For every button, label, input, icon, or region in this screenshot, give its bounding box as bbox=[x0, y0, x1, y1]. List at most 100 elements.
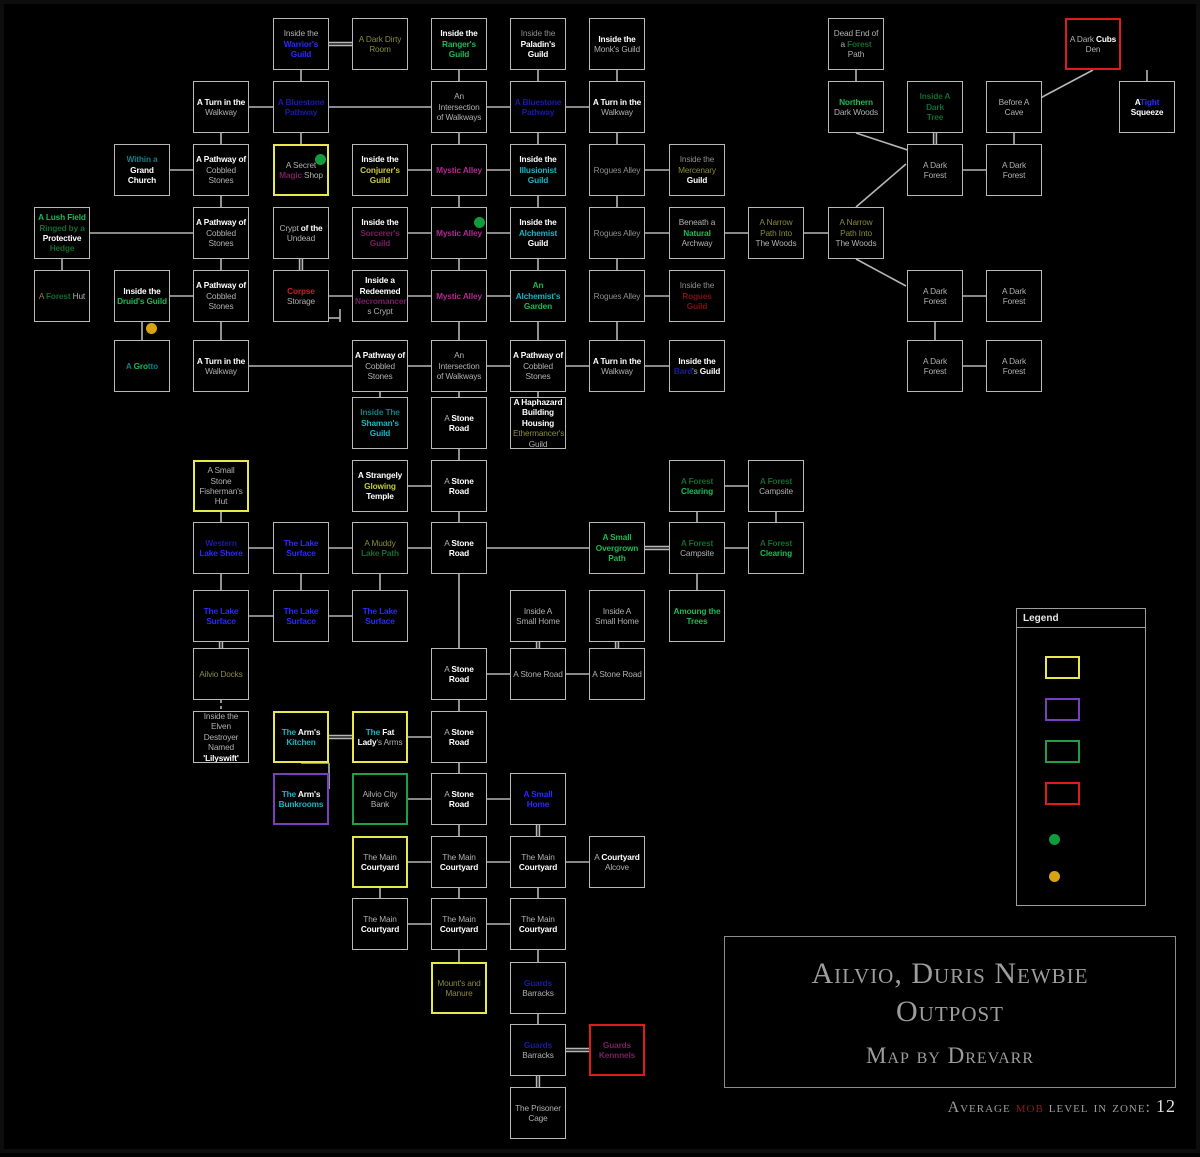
room-mystic3[interactable]: Mystic Alley bbox=[431, 270, 487, 322]
room-rogues3[interactable]: Rogues Alley bbox=[589, 270, 645, 322]
room-stoneroad3[interactable]: A Stone Road bbox=[431, 522, 487, 574]
room-mystic2[interactable]: Mystic Alley bbox=[431, 207, 487, 259]
room-stoneroad1[interactable]: A Stone Road bbox=[431, 397, 487, 449]
room-stoneroad8[interactable]: A Stone Road bbox=[431, 773, 487, 825]
room-rogues1[interactable]: Rogues Alley bbox=[589, 144, 645, 196]
room-stoneroad6[interactable]: A Stone Road bbox=[589, 648, 645, 700]
room-mystic1[interactable]: Mystic Alley bbox=[431, 144, 487, 196]
room-rogues2[interactable]: Rogues Alley bbox=[589, 207, 645, 259]
room-stoneroad7[interactable]: A Stone Road bbox=[431, 711, 487, 763]
room-docks[interactable]: Ailvio Docks bbox=[193, 648, 249, 700]
room-stoneroad4[interactable]: A Stone Road bbox=[431, 648, 487, 700]
room-foresthut[interactable]: A Forest Hut bbox=[34, 270, 90, 322]
room-stoneroad5[interactable]: A Stone Road bbox=[510, 648, 566, 700]
room-grotto[interactable]: A Grotto bbox=[114, 340, 170, 392]
